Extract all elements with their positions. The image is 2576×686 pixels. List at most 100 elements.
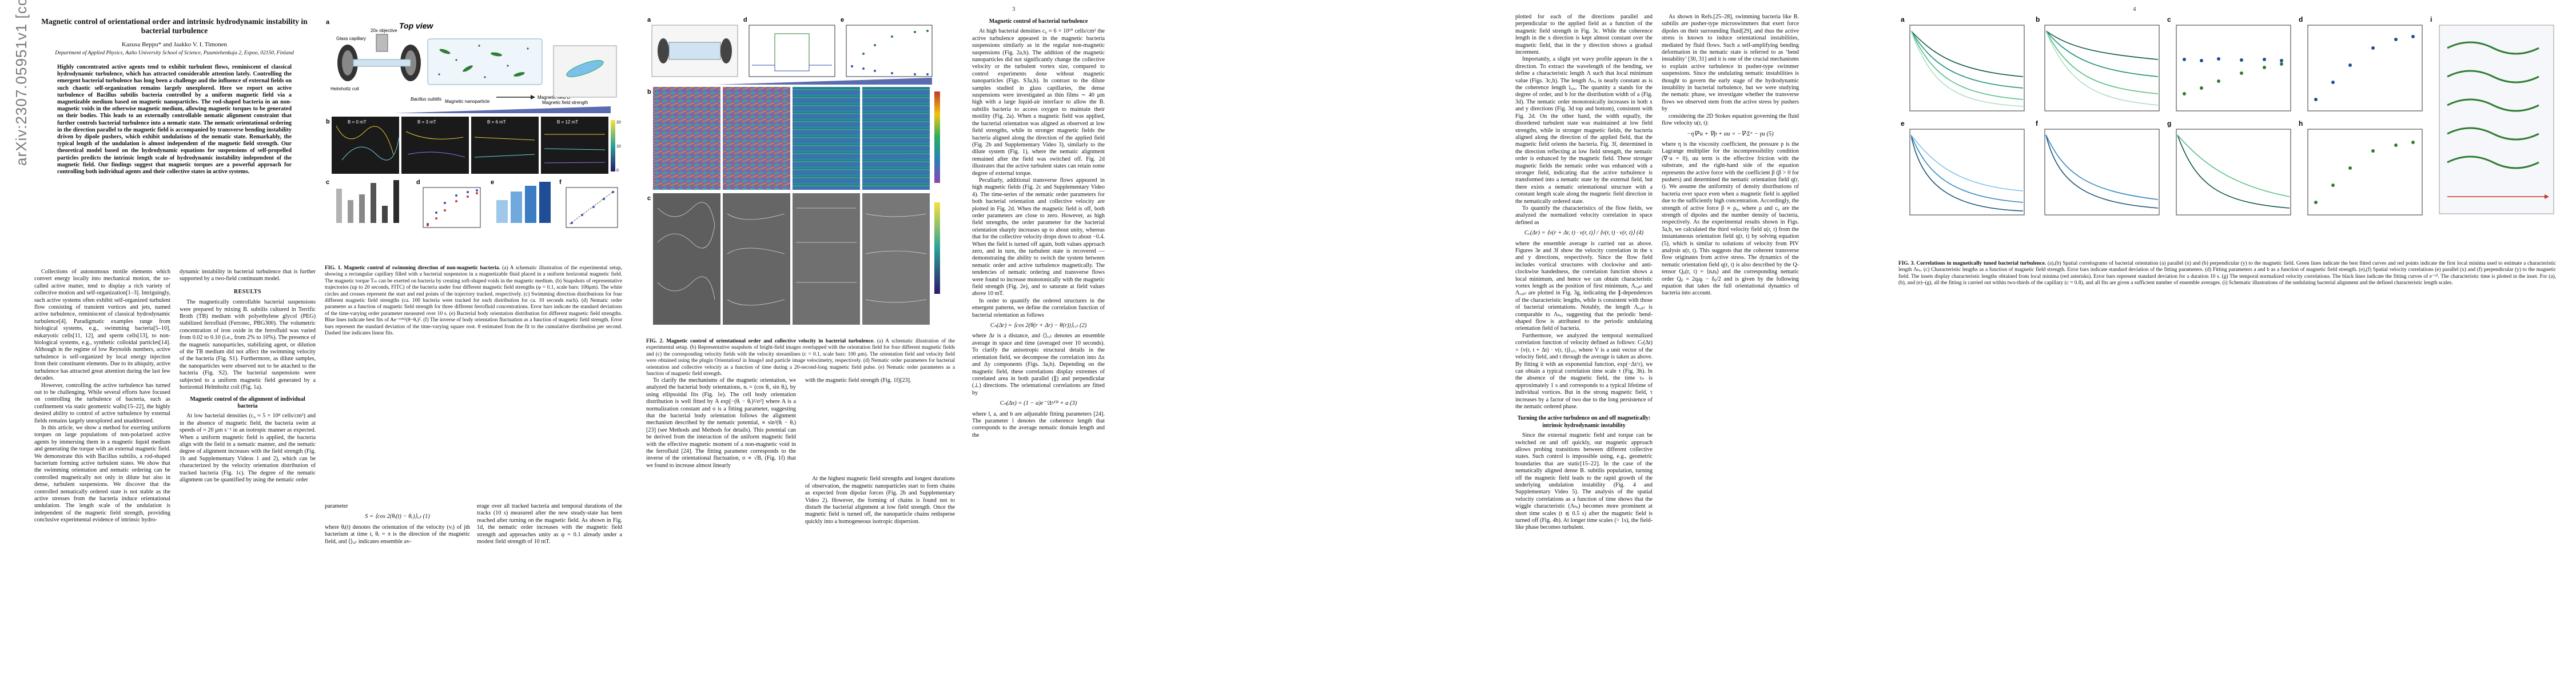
subsection-heading: Turning the active turbulence on and off… [1517, 415, 1651, 429]
figure-2-caption: FIG. 2. Magnetic control of orientationa… [646, 338, 955, 377]
paragraph: erage over all tracked bacteria and temp… [477, 503, 622, 545]
svg-text:f: f [2036, 119, 2038, 127]
svg-text:20x objective: 20x objective [371, 28, 397, 33]
paragraph: At high bacterial densities c₀ ≈ 6 × 10¹… [972, 28, 1105, 177]
paragraph: At low bacterial densities (c₀ ≈ 5 × 10⁸… [180, 413, 316, 483]
panel-label: e [491, 179, 494, 186]
svg-text:Top view: Top view [399, 21, 433, 30]
p2-col2: with the magnetic field strength (Fig. 1… [805, 377, 955, 525]
paragraph: where l, a, and b are adjustable fitting… [972, 410, 1105, 438]
svg-text:B = 6 mT: B = 6 mT [487, 119, 506, 125]
trajectory-panels [332, 117, 608, 174]
equation-1: S = ⟨cos 2(θᵢ(t) − θᵣ)⟩ᵢ,ₜ (1) [365, 513, 430, 520]
paper-affiliation: Department of Applied Physics, Aalto Uni… [55, 50, 294, 56]
objective [376, 34, 388, 52]
page-1: Magnetic control of orientational order … [34, 0, 629, 686]
svg-text:c: c [2167, 15, 2171, 23]
section-heading: RESULTS [233, 288, 262, 295]
body-orientation-distributions [496, 182, 551, 223]
p1-col4: erage over all tracked bacteria and temp… [477, 503, 622, 545]
paragraph: However, controlling the active turbulen… [34, 382, 170, 424]
paragraph: where θᵢ(t) denotes the orientation of t… [325, 524, 470, 545]
panel-label: d [416, 179, 420, 186]
figure-3: a b c d e f g h i [1898, 14, 2562, 254]
p2-col1: To clarify the mechanisms of the magneti… [646, 377, 796, 469]
paragraph: where the ensemble average is carried ou… [1515, 240, 1653, 332]
abstract: Highly concentrated active agents tend t… [57, 64, 292, 176]
panel-label: c [326, 179, 329, 186]
svg-text:Glass capillary: Glass capillary [336, 36, 366, 41]
paragraph: In order to quantify the ordered structu… [972, 297, 1105, 318]
svg-text:Helmholtz coil: Helmholtz coil [331, 86, 359, 91]
svg-text:b: b [2036, 15, 2040, 23]
page-3: 4 plotted for each of the directions par… [1275, 0, 2567, 686]
p2-col3: Magnetic control of bacterial turbulence… [972, 14, 1105, 439]
paragraph: with the magnetic field strength (Fig. 1… [805, 377, 911, 384]
equation-3: Cₙ(Δx) = (1 − a)e⁻⁽Δˣ⁄ˡ⁾² + a (3) [1000, 400, 1077, 407]
panel-label: a [326, 19, 330, 26]
panel-label: f [559, 179, 562, 186]
paragraph: dynamic instability in bacterial turbule… [180, 269, 316, 282]
paragraph: where Δr is a distance, and ⟨⟩ᵣ,ₜ denote… [972, 333, 1105, 396]
subsection-heading: Magnetic control of bacterial turbulence [989, 18, 1088, 25]
equation-5: −η∇²u + ∇p + αu = −∇·Σᵃ − γu (5) [1687, 130, 1774, 137]
paragraph: considering the 2D Stokes equation gover… [1662, 113, 1799, 127]
paragraph: Furthermore, we analyzed the temporal no… [1515, 332, 1653, 410]
figure-1-caption: FIG. 1. Magnetic control of swimming dir… [325, 265, 622, 337]
figure-1: a 20x objective Glass capillary Helmholt… [325, 11, 622, 263]
p1-col1: Collections of autonomous motile element… [34, 269, 170, 524]
subsection-heading: Magnetic control of the alignment of ind… [190, 396, 305, 409]
svg-text:10: 10 [616, 145, 621, 149]
equation-4: Cᵥ(Δr) = ⟨v(r + Δr, t) · v(r, t)⟩ / ⟨v(r… [1524, 230, 1644, 237]
paragraph: Collections of autonomous motile element… [34, 269, 170, 382]
paragraph: To quantify the characteristics of the f… [1515, 205, 1653, 226]
panel-label: d [743, 17, 747, 23]
page-number: 4 [2133, 6, 2136, 13]
figure-3-graphic: a b c d e f g h i [1901, 15, 2554, 216]
arxiv-stamp: arXiv:2307.05951v1 [cond-mat.soft] 12 Ju… [13, 0, 30, 166]
panel-label: e [841, 17, 844, 23]
arxiv-margin: arXiv:2307.05951v1 [cond-mat.soft] 12 Ju… [0, 0, 34, 686]
svg-text:g: g [2167, 119, 2171, 127]
p1-col2: dynamic instability in bacterial turbule… [180, 269, 316, 484]
svg-text:Magnetic field strength: Magnetic field strength [542, 100, 588, 105]
panel-label: b [326, 118, 330, 125]
paragraph: parameter [325, 503, 348, 509]
figure-2-graphic: a d e b c [647, 17, 940, 325]
svg-text:e: e [1901, 119, 1905, 127]
svg-text:d: d [2299, 15, 2303, 23]
paragraph: In this article, we show a method for ex… [34, 424, 170, 524]
p3-col2: As shown in Refs.[25–28], swimming bacte… [1662, 14, 1799, 297]
svg-text:20: 20 [616, 121, 621, 125]
paragraph: Since the external magnetic field and to… [1515, 432, 1653, 531]
svg-text:B = 0 mT: B = 0 mT [348, 119, 367, 125]
paper-title: Magnetic control of orientational order … [41, 17, 308, 35]
top-view-capillary [427, 38, 543, 85]
figure-2: a d e b c [646, 14, 966, 334]
page-number: 3 [1012, 6, 1016, 13]
svg-text:B = 3 mT: B = 3 mT [417, 119, 436, 125]
paragraph: Peculiarly, additional transverse flows … [972, 177, 1105, 297]
paper-authors: Kazusa Beppu* and Jaakko V. I. Timonen [121, 41, 228, 48]
paragraph: plotted for each of the directions paral… [1515, 14, 1653, 56]
paragraph: At the highest magnetic field strengths … [805, 476, 955, 525]
field-strength-wedge [393, 106, 611, 113]
paragraph: As shown in Refs.[25–28], swimming bacte… [1662, 14, 1799, 113]
paragraph: To clarify the mechanisms of the magneti… [646, 377, 796, 469]
page-2: 3 a [646, 0, 1258, 686]
figure-3-caption: FIG. 3. Correlations in magnetically tun… [1898, 261, 2556, 286]
svg-text:Magnetic nanoparticle: Magnetic nanoparticle [445, 99, 490, 104]
paragraph: where η is the viscosity coefficient, th… [1662, 141, 1799, 297]
equation-2: Cₙ(Δr) = ⟨cos 2(θ(r + Δr) − θ(r))⟩ᵣ,ₜ (2… [990, 322, 1087, 329]
panel-label: c [647, 195, 651, 202]
panel-label: b [647, 89, 651, 95]
paragraph: The magnetically controllable bacterial … [180, 299, 316, 391]
paragraph: Importantly, a slight yet wavy profile a… [1515, 56, 1653, 205]
svg-text:Bacillus subtilis: Bacillus subtilis [411, 97, 441, 102]
p1-col3: parameter S = ⟨cos 2(θᵢ(t) − θᵣ)⟩ᵢ,ₜ (1)… [325, 503, 470, 545]
orientation-histograms [336, 180, 399, 223]
figure-1-graphic: a 20x objective Glass capillary Helmholt… [326, 19, 621, 228]
svg-text:0: 0 [616, 169, 619, 173]
panel-label: a [647, 17, 651, 23]
svg-text:B = 12 mT: B = 12 mT [557, 119, 578, 125]
